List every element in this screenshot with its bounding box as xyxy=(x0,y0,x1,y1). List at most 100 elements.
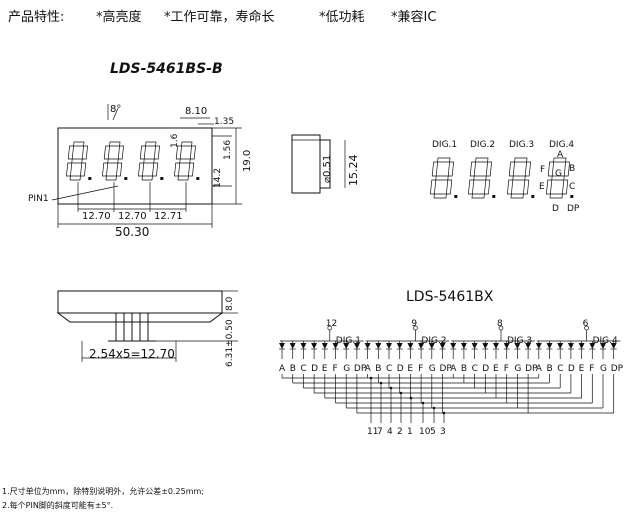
diode-symbol xyxy=(428,343,435,349)
segment-letter: D xyxy=(311,364,318,374)
seven-seg-digit-4 xyxy=(174,141,200,181)
segment xyxy=(547,161,554,177)
diode-symbol xyxy=(450,343,457,349)
segment-letter: D xyxy=(482,364,489,374)
seg-label-g: G xyxy=(555,169,562,179)
digit-group-label: DIG.1 xyxy=(336,336,361,346)
segment xyxy=(446,179,453,195)
diode-symbol xyxy=(600,343,606,349)
junction-dot xyxy=(389,386,393,390)
diode-symbol xyxy=(567,343,574,349)
dim-pin-spacing: 2.54x5=12.70 xyxy=(89,347,175,361)
seg-label-b: B xyxy=(569,164,575,174)
segment xyxy=(507,179,514,195)
dim-pin-dia: ⌀0.51 xyxy=(322,155,333,183)
feature-4: *兼容IC xyxy=(391,9,436,25)
segment-letter: B xyxy=(461,364,467,374)
segment xyxy=(546,179,553,195)
diode-symbol xyxy=(396,343,403,349)
bottom-pin-number: 2 xyxy=(397,427,403,437)
segment xyxy=(179,158,191,164)
common-terminal xyxy=(413,325,418,331)
segment xyxy=(117,145,124,160)
feature-2: *工作可靠，寿命长 xyxy=(164,9,275,25)
diode-symbol xyxy=(471,343,478,349)
junction-dot xyxy=(432,406,436,410)
segment-letter: F xyxy=(418,364,423,374)
decimal-point xyxy=(570,195,574,198)
segment-letter: E xyxy=(407,364,413,374)
diode-symbol xyxy=(493,343,499,349)
segment-letter: E xyxy=(579,364,585,374)
segment xyxy=(81,145,88,160)
segment xyxy=(145,141,157,147)
segment xyxy=(551,175,565,181)
segment xyxy=(468,179,475,195)
bottom-pin-number: 7 xyxy=(377,427,383,437)
segment-letter: F xyxy=(589,364,594,374)
pitch-3: 12.71 xyxy=(154,211,183,222)
seven-seg-digit-3 xyxy=(507,157,535,199)
dim-segment-h: 8.10 xyxy=(185,106,207,117)
digit-group-label: DIG.4 xyxy=(593,336,618,346)
dim-small-seg: 1.6 xyxy=(170,133,180,148)
segment xyxy=(433,193,447,199)
segment xyxy=(447,161,454,177)
segment xyxy=(67,145,74,160)
bottom-pin-number: 1 xyxy=(407,427,413,437)
segment xyxy=(143,158,155,164)
segment xyxy=(102,162,109,177)
diode-symbol xyxy=(289,343,296,349)
side-view: ⌀0.51 15.24 xyxy=(291,134,360,194)
angle-label: 8° xyxy=(110,104,121,115)
front-digit-group xyxy=(66,141,200,181)
common-terminal xyxy=(584,325,589,331)
segment-letter: G xyxy=(600,364,607,374)
segment-letter: A xyxy=(279,364,286,374)
diode-symbol xyxy=(460,343,467,349)
common-terminal xyxy=(498,325,504,331)
pitch-1: 12.70 xyxy=(82,211,111,222)
dim-height: 19.0 xyxy=(242,150,253,172)
segment xyxy=(562,179,569,195)
bottom-pin-number: 10 xyxy=(419,427,431,437)
diode-symbol xyxy=(279,343,285,349)
note-1: 1.尺寸单位为mm，除特别说明外，允许公差±0.25mm; xyxy=(2,486,204,496)
segment xyxy=(69,175,81,181)
diode-symbol xyxy=(439,343,446,349)
part-number-title: LDS-5461BS-B xyxy=(110,61,223,77)
diode-symbol xyxy=(332,343,339,349)
diode-symbol xyxy=(503,343,510,349)
diode-symbol xyxy=(364,343,371,349)
segment xyxy=(473,175,487,181)
segment xyxy=(153,145,160,160)
segment-letter: B xyxy=(375,364,381,374)
common-pin-number: 9 xyxy=(411,319,417,329)
segment xyxy=(80,162,87,177)
decimal-point xyxy=(454,195,458,198)
diode-symbol xyxy=(578,343,585,349)
digit-label-2: DIG.2 xyxy=(470,140,495,150)
segment xyxy=(514,157,528,163)
seg-label-a: A xyxy=(557,150,564,160)
segment-letter: B xyxy=(290,364,296,374)
seven-seg-digit-3 xyxy=(138,141,164,181)
segment-letter: DP xyxy=(354,364,367,374)
segment-letter: F xyxy=(504,364,509,374)
bottom-pin-number: 3 xyxy=(440,427,446,437)
segment xyxy=(508,161,515,177)
seven-seg-digit-2 xyxy=(102,141,128,181)
segment xyxy=(469,161,476,177)
segment-letter: G xyxy=(343,364,350,374)
seven-seg-digit-1 xyxy=(430,157,458,199)
digit-group-label: DIG.2 xyxy=(421,336,446,346)
segment xyxy=(152,162,159,177)
segment xyxy=(109,141,121,147)
digit-label-1: DIG.1 xyxy=(432,140,457,150)
pin1-label: PIN1 xyxy=(28,194,49,204)
segment-letter: A xyxy=(365,364,372,374)
segment-letter: G xyxy=(429,364,436,374)
diode-symbol xyxy=(353,343,360,349)
